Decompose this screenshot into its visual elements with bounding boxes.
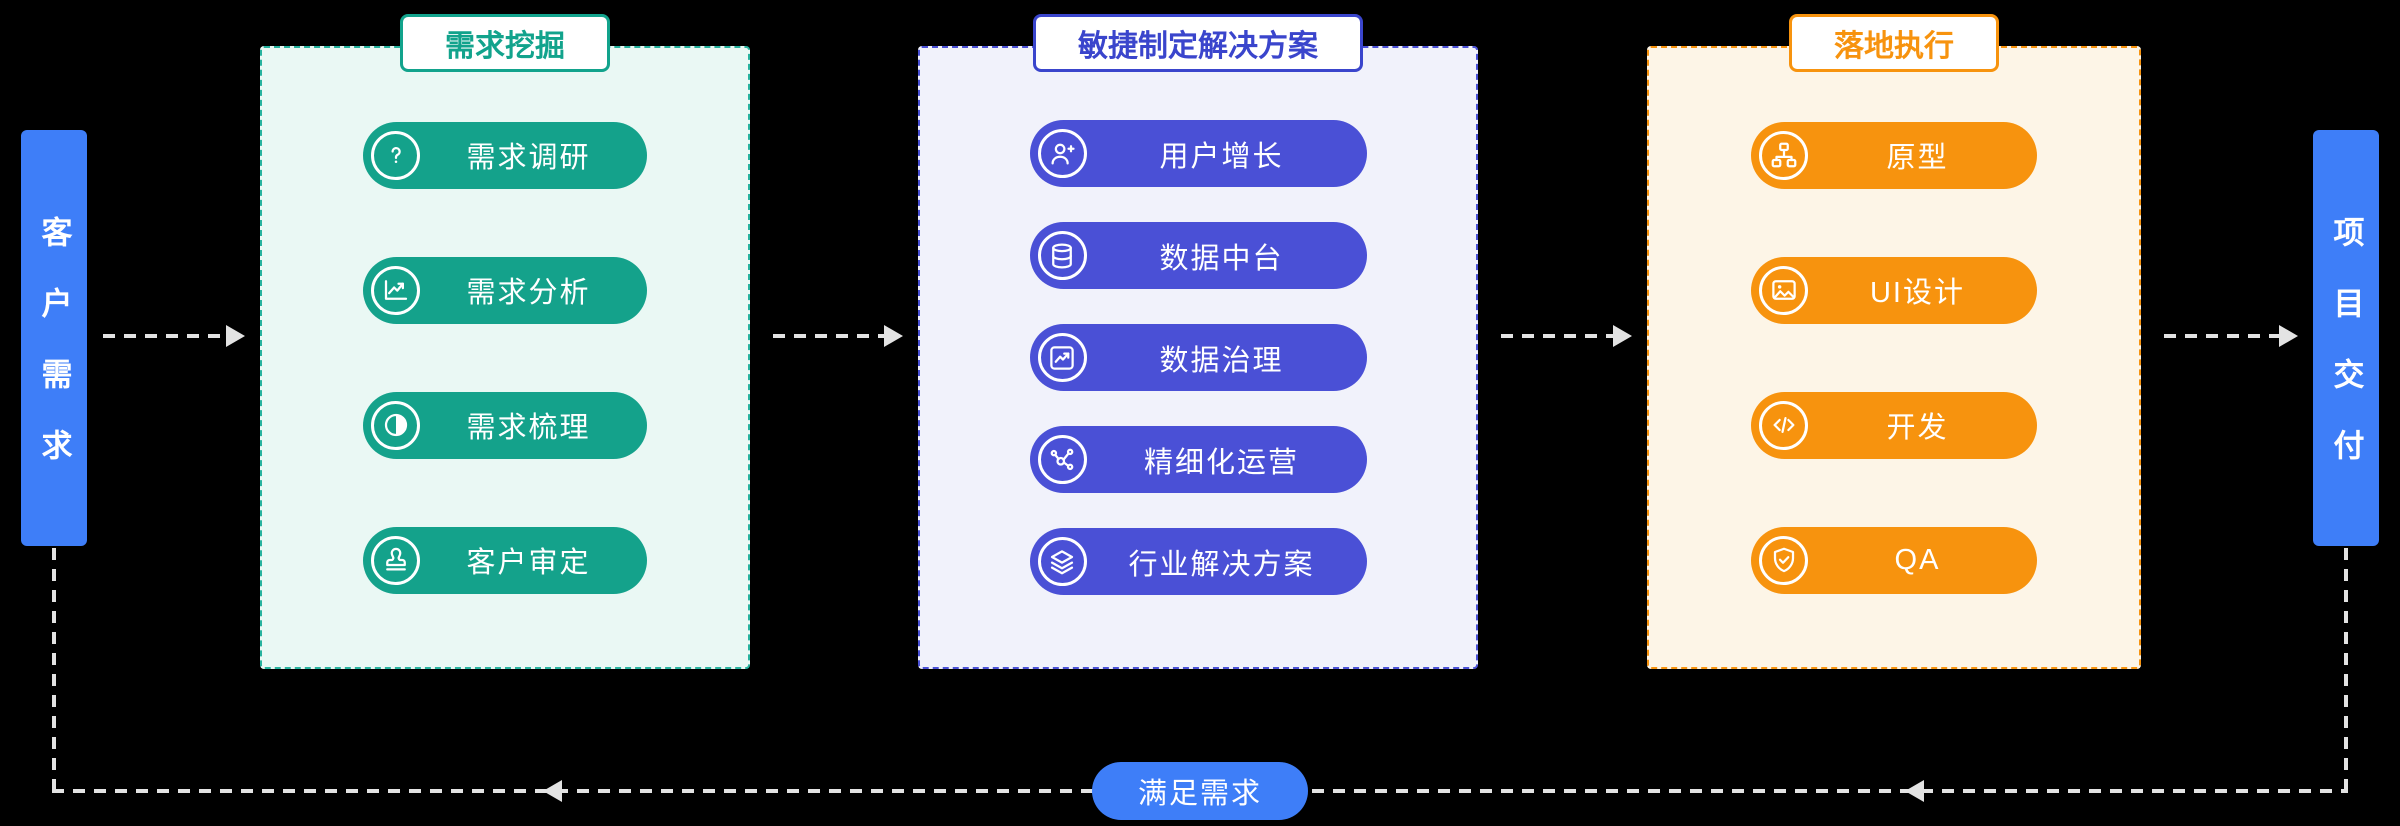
pill-label: 原型 bbox=[1886, 142, 1949, 174]
arrow-left-icon bbox=[543, 780, 562, 802]
pill-label: 需求调研 bbox=[466, 142, 591, 174]
feedback-line-left bbox=[52, 548, 56, 791]
pill-label: 需求分析 bbox=[466, 277, 591, 309]
pill-customer-approval: 客户审定 bbox=[363, 526, 647, 594]
pill-label: 数据治理 bbox=[1159, 344, 1284, 377]
pill-qa: QA bbox=[1751, 526, 2037, 594]
pill-development: 开发 bbox=[1751, 391, 2037, 459]
customer-demand-node: 客户需求 bbox=[21, 130, 87, 546]
pill-label: 行业解决方案 bbox=[1128, 548, 1315, 581]
feedback-label: 满足需求 bbox=[1137, 778, 1263, 810]
pill-refined-operation: 精细化运营 bbox=[1029, 426, 1367, 493]
sitemap-icon bbox=[1759, 130, 1808, 180]
shield-check-icon bbox=[1759, 535, 1808, 585]
chart-square-icon bbox=[1037, 333, 1087, 382]
database-icon bbox=[1037, 231, 1087, 280]
code-icon bbox=[1759, 400, 1808, 450]
panel-title-execution: 落地执行 bbox=[1789, 14, 1999, 72]
pill-user-growth: 用户增长 bbox=[1029, 120, 1367, 187]
project-delivery-node: 项目交付 bbox=[2313, 130, 2379, 546]
question-icon bbox=[371, 130, 420, 180]
pill-requirement-research: 需求调研 bbox=[363, 121, 647, 189]
layers-icon bbox=[1037, 537, 1087, 586]
panel-requirement-mining: 需求挖掘 需求调研 需求分析 需求梳理 客户审定 bbox=[260, 14, 750, 669]
pie-chart-icon bbox=[371, 400, 420, 450]
dashed-line bbox=[2164, 334, 2279, 338]
pill-label: 客户审定 bbox=[466, 547, 591, 579]
pill-data-governance: 数据治理 bbox=[1029, 324, 1367, 391]
pill-industry-solution: 行业解决方案 bbox=[1029, 528, 1367, 595]
dashed-line bbox=[1501, 334, 1613, 338]
pill-prototype: 原型 bbox=[1751, 121, 2037, 189]
panel-title-agile-solution: 敏捷制定解决方案 bbox=[1033, 14, 1363, 72]
pill-requirement-analysis: 需求分析 bbox=[363, 256, 647, 324]
arrow-right-icon bbox=[1613, 325, 1632, 347]
panel-title-requirement-mining: 需求挖掘 bbox=[400, 14, 610, 72]
customer-demand-label: 客户需求 bbox=[36, 216, 72, 500]
flow-arrow-4 bbox=[2164, 325, 2298, 347]
pill-requirement-sorting: 需求梳理 bbox=[363, 391, 647, 459]
pill-ui-design: UI设计 bbox=[1751, 256, 2037, 324]
flow-arrow-3 bbox=[1501, 325, 1632, 347]
pill-label: 开发 bbox=[1886, 412, 1949, 444]
pill-label: 需求梳理 bbox=[466, 412, 591, 444]
dashed-line bbox=[773, 334, 884, 338]
pill-label: QA bbox=[1894, 543, 1941, 576]
pill-data-platform: 数据中台 bbox=[1029, 222, 1367, 289]
flow-arrow-2 bbox=[773, 325, 903, 347]
stamp-icon bbox=[371, 535, 420, 585]
pill-label: 数据中台 bbox=[1159, 242, 1284, 275]
panel-execution: 落地执行 原型 UI设计 开发 QA bbox=[1647, 14, 2141, 669]
flow-arrow-1 bbox=[103, 325, 245, 347]
dashed-line bbox=[103, 334, 226, 338]
arrow-right-icon bbox=[884, 325, 903, 347]
user-plus-icon bbox=[1037, 129, 1087, 178]
image-icon bbox=[1759, 265, 1808, 315]
feedback-pill: 满足需求 bbox=[1091, 762, 1309, 820]
arrow-right-icon bbox=[226, 325, 245, 347]
pill-label: UI设计 bbox=[1869, 277, 1965, 309]
network-icon bbox=[1037, 435, 1087, 484]
project-delivery-label: 项目交付 bbox=[2328, 216, 2364, 500]
arrow-left-icon bbox=[1905, 780, 1924, 802]
panel-agile-solution: 敏捷制定解决方案 用户增长 数据中台 数据治理 精细化运营 bbox=[918, 14, 1478, 669]
trend-chart-icon bbox=[371, 265, 420, 315]
pill-label: 用户增长 bbox=[1159, 140, 1284, 173]
feedback-line-right bbox=[2344, 548, 2348, 791]
arrow-right-icon bbox=[2279, 325, 2298, 347]
pill-label: 精细化运营 bbox=[1143, 446, 1299, 479]
